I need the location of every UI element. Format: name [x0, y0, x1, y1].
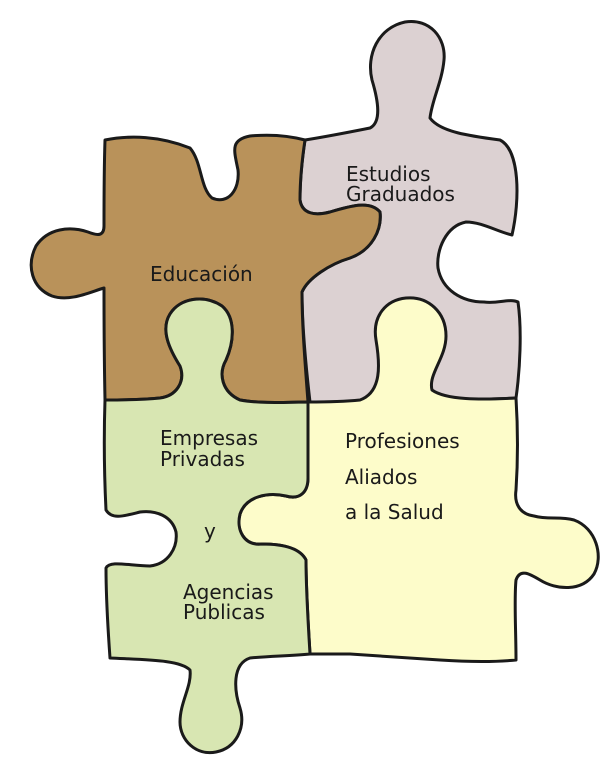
label-empresas-line1: Empresas — [160, 426, 258, 450]
label-empresas-line5: Publicas — [183, 600, 265, 624]
label-educacion: Educación — [150, 262, 253, 286]
label-empresas: Empresas Privadas y Agencias Publicas — [160, 426, 274, 624]
label-empresas-line4: Agencias — [183, 580, 274, 604]
label-estudios-line2: Graduados — [346, 182, 455, 206]
label-empresas-line3: y — [204, 519, 216, 543]
label-estudios-line1: Estudios — [346, 162, 430, 186]
label-profesiones-line1: Profesiones — [345, 429, 460, 453]
piece-empresas — [102, 297, 312, 755]
label-estudios-graduados: Estudios Graduados — [346, 162, 455, 206]
label-educacion-line1: Educación — [150, 262, 253, 286]
label-profesiones-line3: a la Salud — [345, 500, 444, 524]
label-profesiones: Profesiones Aliados a la Salud — [345, 429, 460, 524]
label-profesiones-line2: Aliados — [345, 465, 417, 489]
label-empresas-line2: Privadas — [160, 447, 245, 471]
